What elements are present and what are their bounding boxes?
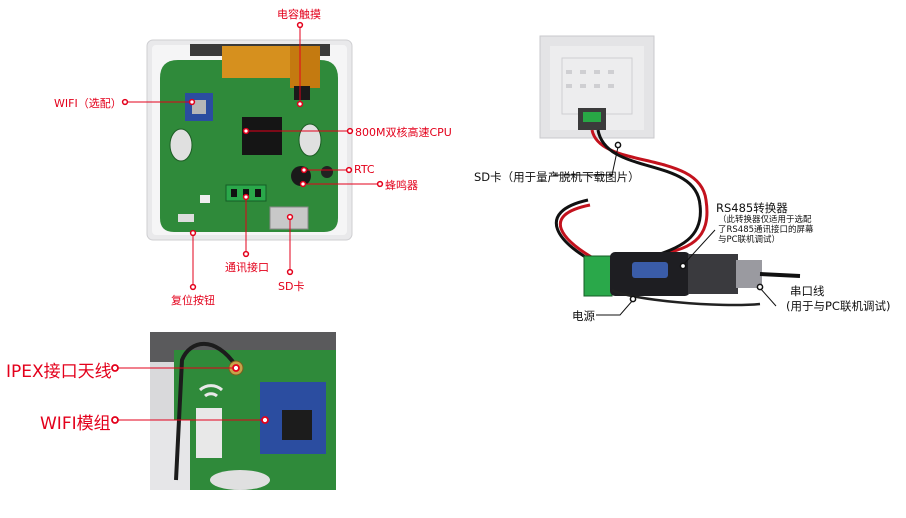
converter-note-line-2: 了RS485通讯接口的屏幕 [718, 225, 814, 235]
label-serial-line: 串口线 [790, 284, 825, 298]
label-serial-note: (用于与PC联机调试) [786, 299, 891, 313]
label-cpu: 800M双核高速CPU [355, 126, 452, 139]
label-reset: 复位按钮 [171, 294, 215, 307]
label-converter: RS485转换器 [716, 201, 788, 215]
label-wifi-module: WIFI模组 [40, 414, 111, 434]
label-comm: 通讯接口 [225, 261, 269, 274]
label-wifi: WIFI（选配） [54, 97, 122, 110]
label-sd-card: SD卡（用于量产脱机下载图片） [474, 170, 640, 184]
label-rtc: RTC [354, 163, 375, 176]
converter-note: （此转换器仅适用于选配 了RS485通讯接口的屏幕 与PC联机调试） [718, 215, 814, 245]
label-power: 电源 [572, 309, 595, 323]
closeup-photo [150, 332, 336, 490]
label-touch: 电容触摸 [277, 8, 321, 21]
board-photo [146, 39, 353, 241]
label-ipex: IPEX接口天线 [6, 362, 112, 382]
label-sd: SD卡 [278, 280, 305, 293]
converter-note-line-3: 与PC联机调试） [718, 235, 781, 245]
converter-note-line-1: （此转换器仅适用于选配 [718, 215, 812, 225]
connection-photo [539, 35, 801, 307]
label-buzzer: 蜂鸣器 [385, 179, 418, 192]
